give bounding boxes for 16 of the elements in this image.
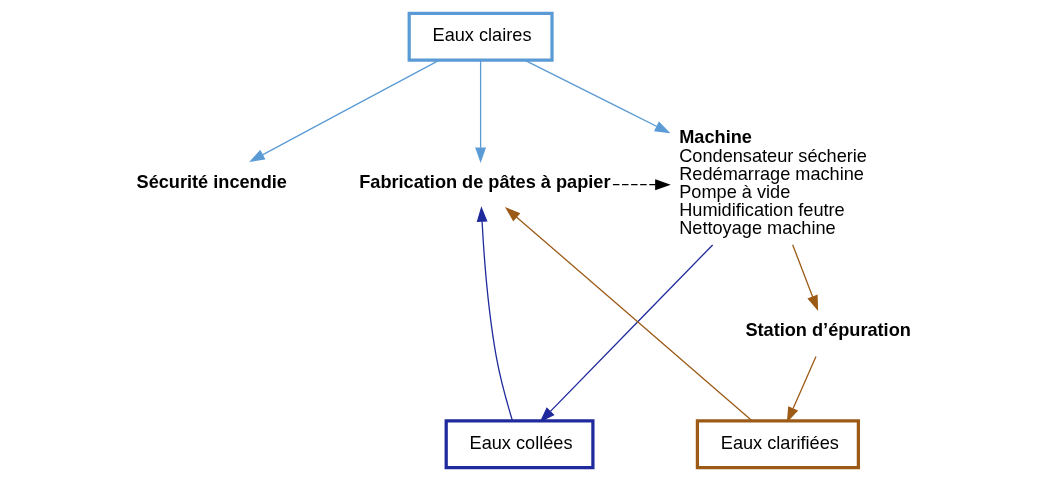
arrow	[792, 244, 819, 311]
arrow	[523, 59, 671, 134]
arrow	[249, 59, 441, 162]
node-text: Machine Condensateur sécherie Redémarrage machine Pompe à vide Humidification feutre Nettoyage machine	[679, 127, 867, 239]
arrow	[612, 179, 671, 191]
node-box: Eaux claires	[407, 11, 554, 62]
arrow	[476, 206, 514, 422]
arrow	[539, 244, 714, 423]
arrow	[475, 59, 487, 164]
node-text: Fabrication de pâtes à papier	[359, 172, 611, 193]
node-text: Sécurité incendie	[136, 172, 287, 193]
node-box: Eaux collées	[444, 419, 595, 470]
arrow	[505, 207, 753, 422]
node-box: Eaux clarifiées	[695, 419, 860, 470]
node-text: Station d’épuration	[745, 320, 911, 341]
arrow	[786, 355, 817, 423]
